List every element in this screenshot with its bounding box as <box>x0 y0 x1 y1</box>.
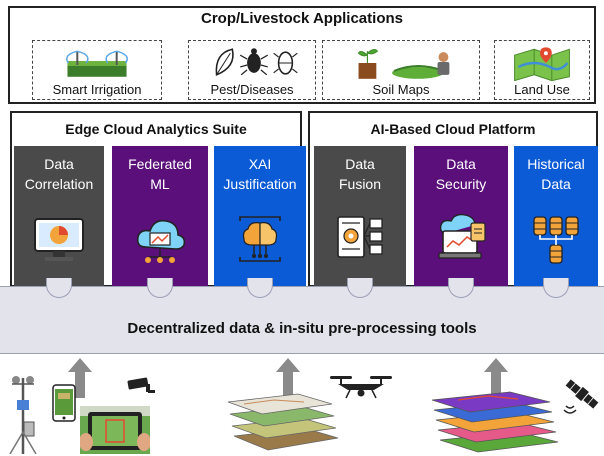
soil-plant-icon <box>357 48 450 79</box>
smartphone-icon <box>52 384 76 422</box>
column-xai-justification[interactable]: XAI Justification <box>214 146 306 288</box>
land-map-icon <box>514 47 570 81</box>
column-federated-ml[interactable]: Federated ML <box>112 146 208 288</box>
satellite-layers-icon <box>431 391 559 453</box>
app-label: Pest/Diseases <box>210 82 294 97</box>
connector-bump <box>46 278 72 298</box>
app-soil-maps[interactable]: Soil Maps <box>322 40 480 100</box>
column-data-security[interactable]: Data Security <box>414 146 508 288</box>
preprocessing-band: Decentralized data & in-situ pre-process… <box>0 286 604 354</box>
applications-box: Crop/Livestock Applications Smart Irriga… <box>8 6 596 104</box>
preprocessing-label: Decentralized data & in-situ pre-process… <box>127 320 477 337</box>
column-label: XAI Justification <box>223 156 297 192</box>
weather-station-icon <box>9 376 37 454</box>
fusion-flow-icon <box>337 216 383 258</box>
drone-icon <box>330 376 392 399</box>
map-layers-icon <box>227 393 339 451</box>
sprinkler-field-icon <box>66 50 128 77</box>
pest-bugs-icon <box>215 48 298 76</box>
connector-bump <box>347 278 373 298</box>
app-smart-irrigation[interactable]: Smart Irrigation <box>32 40 162 100</box>
app-label: Soil Maps <box>372 82 430 97</box>
satellite-icon <box>563 379 599 414</box>
column-data-correlation[interactable]: Data Correlation <box>14 146 104 288</box>
ai-cloud-title: AI-Based Cloud Platform <box>370 121 536 137</box>
applications-title: Crop/Livestock Applications <box>201 10 403 27</box>
connector-bump <box>543 278 569 298</box>
up-arrow-icon <box>68 358 92 398</box>
tablet-field-icon <box>80 406 150 454</box>
column-label: Data Fusion <box>338 156 382 192</box>
app-land-use[interactable]: Land Use <box>494 40 590 100</box>
up-arrow-icon <box>484 358 508 398</box>
column-label: Federated ML <box>128 156 192 192</box>
up-arrow-icon <box>276 358 300 398</box>
column-historical-data[interactable]: Historical Data <box>514 146 598 288</box>
monitor-chart-icon <box>34 218 84 261</box>
column-label: Data Security <box>435 156 487 192</box>
cloud-network-icon <box>136 219 186 263</box>
connector-bump <box>448 278 474 298</box>
secure-laptop-icon <box>438 213 486 259</box>
connector-bump <box>247 278 273 298</box>
app-label: Smart Irrigation <box>52 82 142 97</box>
app-pest-diseases[interactable]: Pest/Diseases <box>188 40 316 100</box>
app-label: Land Use <box>514 82 570 97</box>
column-label: Data Correlation <box>24 156 94 192</box>
brain-chip-icon <box>239 216 281 262</box>
column-label: Historical Data <box>527 156 585 192</box>
cctv-camera-icon <box>127 377 155 393</box>
connector-bump <box>147 278 173 298</box>
edge-cloud-title: Edge Cloud Analytics Suite <box>65 121 247 137</box>
column-data-fusion[interactable]: Data Fusion <box>314 146 406 288</box>
database-icon <box>533 216 579 264</box>
